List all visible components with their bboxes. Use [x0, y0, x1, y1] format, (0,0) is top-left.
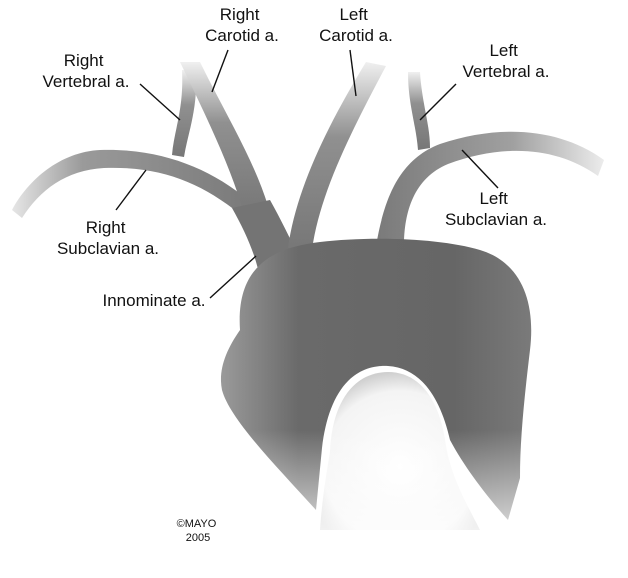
leader-right-vertebral [139, 83, 181, 121]
leader-right-subclavian [115, 169, 147, 211]
bottom-fade [200, 430, 560, 570]
right-carotid-artery [180, 62, 268, 214]
label-left-subclavian: Left Subclavian a. [445, 189, 547, 229]
label-left-carotid: Left Carotid a. [319, 5, 393, 45]
label-left-vertebral: Left Vertebral a. [463, 41, 550, 81]
leader-left-vertebral [419, 83, 457, 121]
left-vertebral-artery [408, 72, 430, 150]
right-vertebral-artery [172, 70, 197, 157]
left-subclavian-artery [376, 131, 604, 246]
label-right-carotid: Right Carotid a. [205, 5, 279, 45]
leader-right-carotid [211, 49, 229, 93]
copyright-mark: ©MAYO 2005 [177, 518, 220, 544]
label-right-vertebral: Right Vertebral a. [43, 51, 130, 91]
label-innominate: Innominate a. [102, 291, 205, 310]
leader-left-carotid [349, 49, 357, 97]
leader-left-subclavian [461, 149, 499, 189]
label-right-subclavian: Right Subclavian a. [57, 218, 159, 258]
left-carotid-artery [288, 62, 386, 250]
right-subclavian-artery [12, 149, 248, 218]
leader-innominate [209, 255, 257, 299]
